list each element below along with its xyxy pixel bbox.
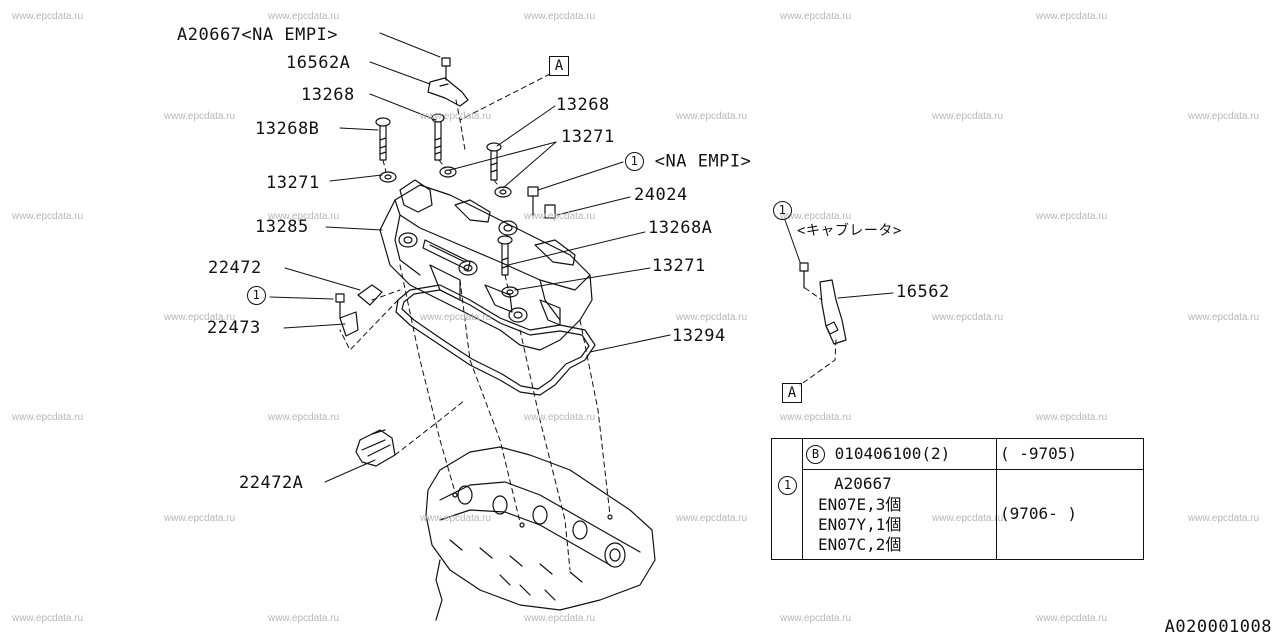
table-range-1: ( -9705) bbox=[1000, 444, 1078, 463]
cylinder-head-drawing bbox=[425, 446, 656, 621]
label-13268a: 13268A bbox=[648, 218, 713, 238]
view-a-marker-top: A bbox=[549, 56, 569, 76]
table-line-4: EN07C,2個 bbox=[818, 535, 902, 554]
table-divider bbox=[802, 439, 803, 559]
table-line-1: A20667 bbox=[834, 474, 892, 493]
part-number-text: 010406100(2) bbox=[834, 444, 951, 463]
leader-lines bbox=[269, 32, 894, 483]
bolt-marker-icon: B bbox=[806, 445, 825, 464]
dashed-assembly-lines bbox=[339, 73, 837, 571]
table-row-marker: 1 bbox=[778, 476, 797, 495]
brackets-drawing bbox=[339, 77, 847, 467]
table-part-number: B 010406100(2) bbox=[806, 445, 950, 464]
ref-circle-1-carb: 1 bbox=[773, 201, 792, 220]
label-16562: 16562 bbox=[896, 282, 950, 302]
label-22473: 22473 bbox=[207, 318, 261, 338]
applicability-table: B 010406100(2) ( -9705) 1 A20667 EN07E,3… bbox=[771, 438, 1144, 560]
label-22472a: 22472A bbox=[239, 473, 304, 493]
gasket-drawing bbox=[395, 284, 596, 396]
label-13268b: 13268B bbox=[255, 119, 320, 139]
table-line-2: EN07E,3個 bbox=[818, 495, 902, 514]
label-a20667-na-empi: A20667<NA EMPI> bbox=[177, 25, 339, 45]
na-empi-text: <NA EMPI> bbox=[654, 151, 752, 172]
ref-circle-icon: 1 bbox=[773, 201, 792, 220]
label-22472: 22472 bbox=[208, 258, 262, 278]
view-a-marker-right: A bbox=[782, 383, 802, 403]
label-13294: 13294 bbox=[672, 326, 726, 346]
table-divider bbox=[802, 469, 1143, 470]
label-13271-right-top: 13271 bbox=[561, 127, 615, 147]
label-13271-left: 13271 bbox=[266, 173, 320, 193]
diagram-code: A020001008 bbox=[1164, 617, 1272, 637]
ref-circle-icon: 1 bbox=[625, 152, 644, 171]
table-range-2: (9706- ) bbox=[1000, 504, 1078, 523]
bolts-drawing bbox=[335, 57, 809, 319]
label-carburetor: <キャブレータ> bbox=[797, 223, 902, 239]
ref-circle-1-left: 1 bbox=[247, 286, 266, 305]
label-13285: 13285 bbox=[255, 217, 309, 237]
ref-circle-icon: 1 bbox=[778, 476, 797, 495]
label-13268-right: 13268 bbox=[556, 95, 610, 115]
label-16562a: 16562A bbox=[286, 53, 351, 73]
ref-circle-icon: 1 bbox=[247, 286, 266, 305]
table-divider bbox=[996, 439, 997, 559]
label-na-empi: 1 <NA EMPI> bbox=[625, 152, 751, 171]
label-24024: 24024 bbox=[634, 185, 688, 205]
table-line-3: EN07Y,1個 bbox=[818, 515, 902, 534]
label-13268-left: 13268 bbox=[301, 85, 355, 105]
label-13271-right-low: 13271 bbox=[652, 256, 706, 276]
